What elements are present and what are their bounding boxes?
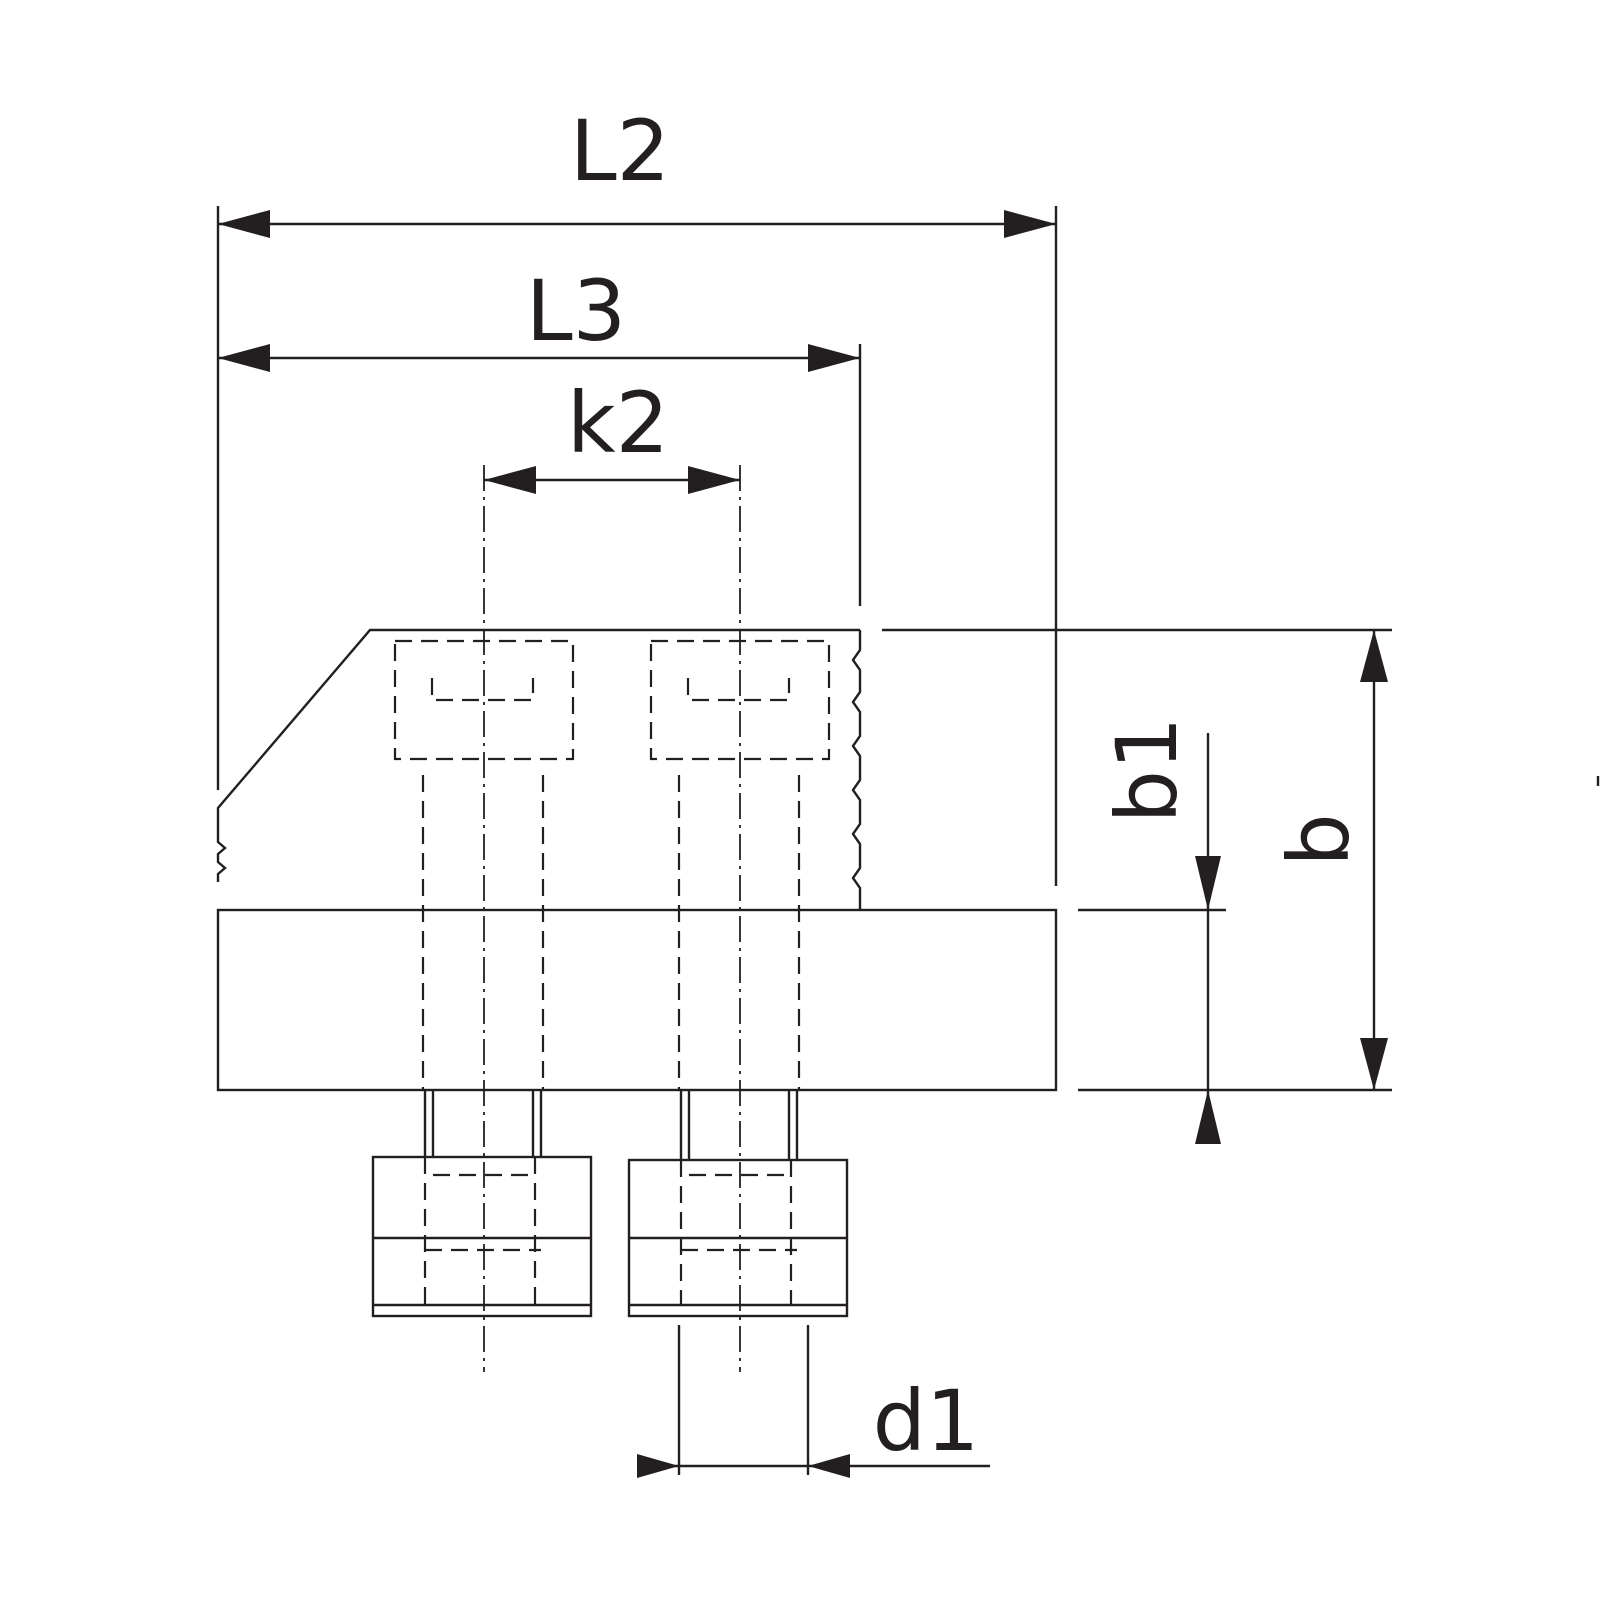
label-b: b xyxy=(1270,813,1368,866)
dimension-b: b xyxy=(1270,630,1388,1090)
arrow-l3-left xyxy=(218,344,270,372)
center-lines xyxy=(483,465,741,1372)
base-block xyxy=(216,908,1058,1092)
left-serration xyxy=(216,820,227,882)
hidden-screw-heads xyxy=(393,639,831,761)
socket-right-hidden xyxy=(686,678,791,702)
dimension-d1: d1 xyxy=(637,1372,990,1478)
screw-head-left-hidden xyxy=(393,639,575,761)
arrow-l2-right xyxy=(1004,210,1056,238)
extension-lines xyxy=(216,206,1392,1475)
arrow-l3-right xyxy=(808,344,860,372)
arrow-d1-left xyxy=(637,1454,679,1478)
part-outline xyxy=(216,628,1058,1092)
arrow-l2-left xyxy=(218,210,270,238)
arrow-k2-right xyxy=(688,466,740,494)
dimension-l3: L3 xyxy=(218,262,860,372)
label-l2: L2 xyxy=(570,102,670,200)
dimension-k2: k2 xyxy=(484,374,740,494)
arrow-k2-left xyxy=(484,466,536,494)
label-b1: b1 xyxy=(1098,717,1196,824)
upper-jaw-outline xyxy=(216,628,860,820)
hidden-screw-shanks xyxy=(421,775,801,1090)
right-serration xyxy=(851,630,862,910)
arrow-d1-right xyxy=(808,1454,850,1478)
arrow-b-bottom xyxy=(1360,1038,1388,1090)
label-l3: L3 xyxy=(526,262,626,360)
label-k2: k2 xyxy=(567,374,669,472)
t-nuts xyxy=(371,1155,849,1318)
arrow-b-top xyxy=(1360,630,1388,682)
visible-bolts xyxy=(423,1090,799,1160)
label-d1: d1 xyxy=(873,1372,980,1470)
t-nut-left xyxy=(371,1155,593,1318)
socket-left-hidden xyxy=(430,678,535,702)
arrow-b1-bottom xyxy=(1195,1090,1221,1144)
dimension-b1: b1 xyxy=(1098,717,1221,1144)
arrow-b1-top xyxy=(1195,856,1221,910)
dimension-l2: L2 xyxy=(218,102,1056,238)
screw-head-right-hidden xyxy=(649,639,831,761)
